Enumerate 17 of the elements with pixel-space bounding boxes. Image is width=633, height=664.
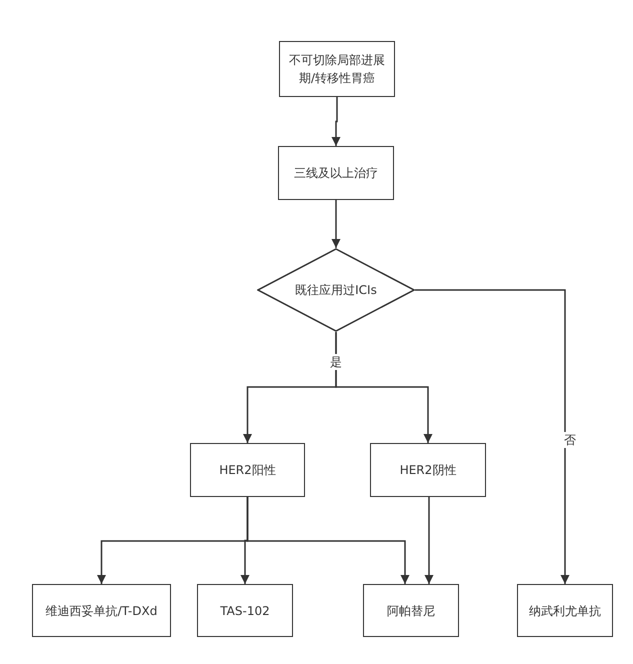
- process-box: TAS-102: [197, 584, 293, 637]
- arrow: [246, 497, 410, 584]
- process-box: 纳武利尤单抗: [517, 584, 613, 637]
- arrow: [332, 97, 340, 146]
- edge-label: 是: [328, 354, 344, 370]
- process-box: HER2阴性: [370, 443, 486, 497]
- process-box: 不可切除局部进展期/转移性胃癌: [279, 41, 395, 97]
- arrow: [424, 497, 434, 584]
- arrow: [335, 332, 432, 443]
- decision-diamond: 既往应用过ICIs: [257, 248, 415, 332]
- process-box: 阿帕替尼: [363, 584, 459, 637]
- arrow: [415, 289, 570, 584]
- process-box: HER2阳性: [190, 443, 305, 497]
- process-box: 三线及以上治疗: [278, 146, 394, 200]
- edge-label: 否: [562, 432, 578, 448]
- process-box: 维迪西妥单抗/T-DXd: [32, 584, 171, 637]
- arrow: [332, 200, 340, 248]
